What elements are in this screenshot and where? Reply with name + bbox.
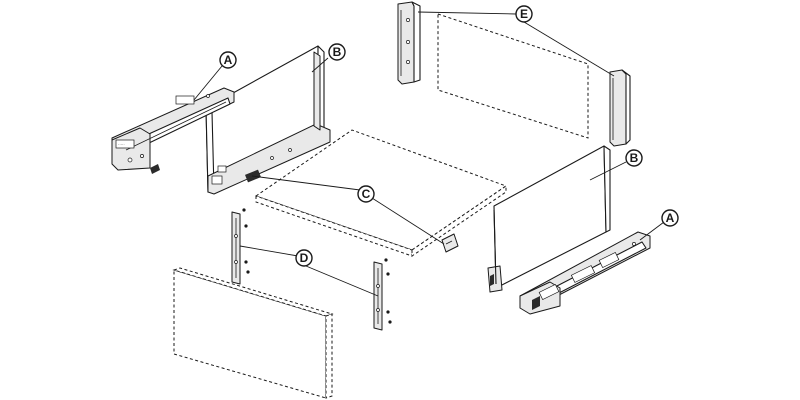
- drawer-side-right: [487, 145, 611, 293]
- callout-label: A: [666, 211, 675, 225]
- callout-B-right: B: [625, 149, 643, 167]
- callout-label: A: [224, 53, 233, 67]
- back-bracket-left: [397, 1, 421, 85]
- bottom-clip: [441, 233, 459, 253]
- callout-D: D: [295, 249, 313, 267]
- leader-A-right: [639, 221, 665, 241]
- leader-B-right: [589, 161, 627, 181]
- leader-lines: [193, 11, 665, 297]
- callout-A-right: A: [661, 209, 679, 227]
- back-panel: [437, 13, 589, 139]
- leader-A-left: [193, 65, 223, 101]
- front-panel: [172, 267, 334, 399]
- leader-D-2: [305, 265, 379, 297]
- drawer-side-left: [205, 45, 331, 195]
- leader-C-1: [251, 175, 361, 191]
- leader-E-2: [523, 21, 615, 77]
- back-bracket-right: [609, 69, 631, 147]
- front-bracket-right: [373, 258, 392, 331]
- callout-label: B: [630, 151, 639, 165]
- callout-B-left: B: [328, 43, 346, 61]
- leader-B-left: [311, 57, 329, 73]
- callout-label: E: [520, 7, 528, 21]
- leader-C-2: [371, 197, 445, 245]
- front-bracket-left: [231, 208, 250, 285]
- callout-E: E: [515, 5, 533, 23]
- callout-A-left: A: [219, 51, 237, 69]
- leader-E-1: [417, 11, 517, 15]
- callout-C: C: [357, 185, 375, 203]
- callout-label: D: [300, 251, 309, 265]
- runner-right: [519, 231, 651, 315]
- leader-D-1: [239, 245, 299, 257]
- callout-label: C: [362, 187, 371, 201]
- runner-left: ·····: [111, 87, 235, 174]
- callout-label: B: [333, 45, 342, 59]
- runner-left-engraving: ·····: [118, 142, 125, 147]
